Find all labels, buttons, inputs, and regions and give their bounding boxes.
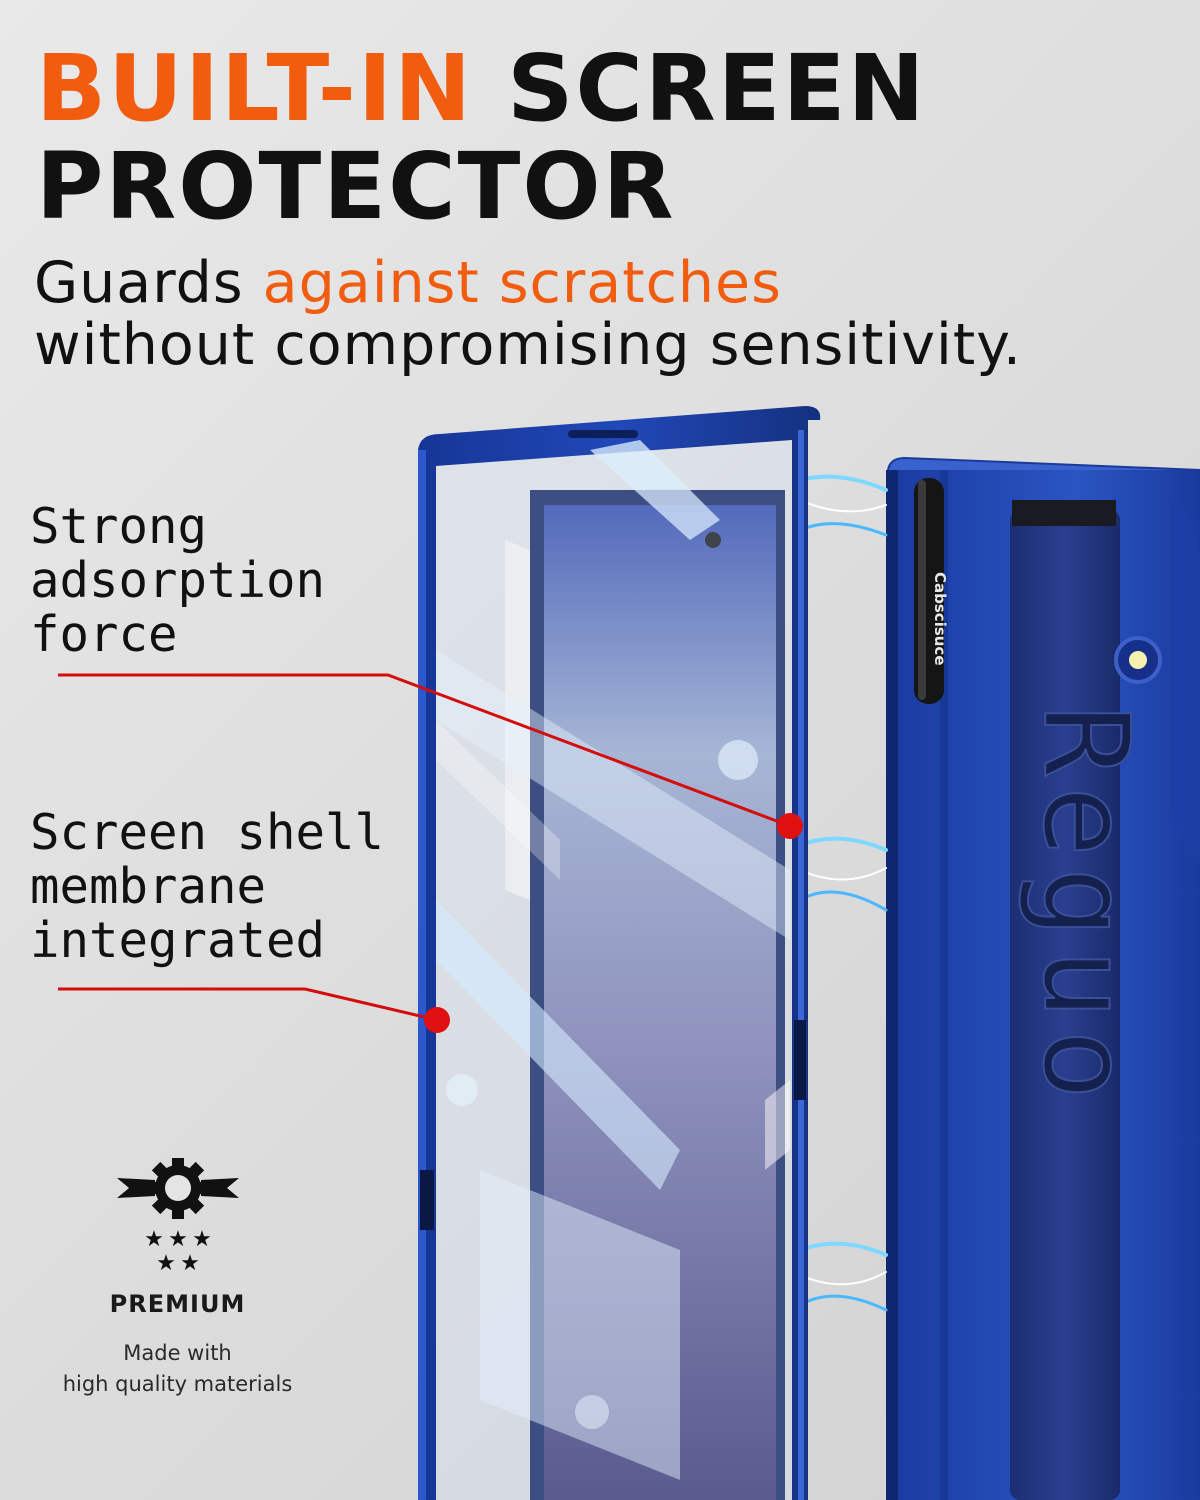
svg-text:★: ★ (168, 1227, 188, 1252)
callout-line: force (30, 606, 178, 663)
headline-rest: SCREEN (473, 35, 927, 142)
callout-label-adsorption: Strong adsorption force (30, 500, 325, 662)
headline: BUILT-IN SCREEN PROTECTOR (36, 40, 926, 236)
callout-label-membrane: Screen shell membrane integrated (30, 806, 384, 968)
badge-desc-line2: high quality materials (62, 1372, 293, 1396)
premium-badge: ★★★ ★★ PREMIUM Made with high quality ma… (40, 1158, 315, 1400)
badge-title: PREMIUM (109, 1290, 246, 1318)
hand-strap (1010, 510, 1120, 1500)
premium-seal-icon: ★★★ ★★ (116, 1158, 239, 1276)
screen-shell-frame (418, 406, 821, 1500)
callout-line: adsorption (30, 552, 326, 609)
svg-text:★: ★ (144, 1227, 164, 1252)
strap-emboss-text: Reguo (1017, 705, 1155, 1110)
svg-text:★: ★ (180, 1251, 200, 1276)
subhead-lead: Guards (34, 250, 263, 316)
headline-accent: BUILT-IN (36, 35, 474, 142)
protector-reflections (436, 440, 792, 1500)
badge-desc-line1: Made with (123, 1341, 232, 1365)
badge-description: Made with high quality materials (40, 1338, 315, 1400)
subheadline: Guards against scratches without comprom… (34, 252, 1022, 376)
subhead-accent: against scratches (262, 250, 782, 316)
svg-text:★: ★ (192, 1227, 212, 1252)
callout-line: integrated (30, 912, 326, 969)
callout-line: Screen shell (30, 804, 385, 861)
callout-line: Strong (30, 498, 208, 555)
subhead-line2: without compromising sensitivity. (34, 312, 1022, 378)
stylus-text: Cabscisuce (931, 572, 949, 666)
headline-line2: PROTECTOR (36, 133, 676, 240)
callout-line: membrane (30, 858, 267, 915)
svg-text:★: ★ (156, 1251, 176, 1276)
phone-back-half: Cabscisuce Reguo (886, 456, 1200, 1500)
magnetic-effect (798, 474, 888, 1312)
